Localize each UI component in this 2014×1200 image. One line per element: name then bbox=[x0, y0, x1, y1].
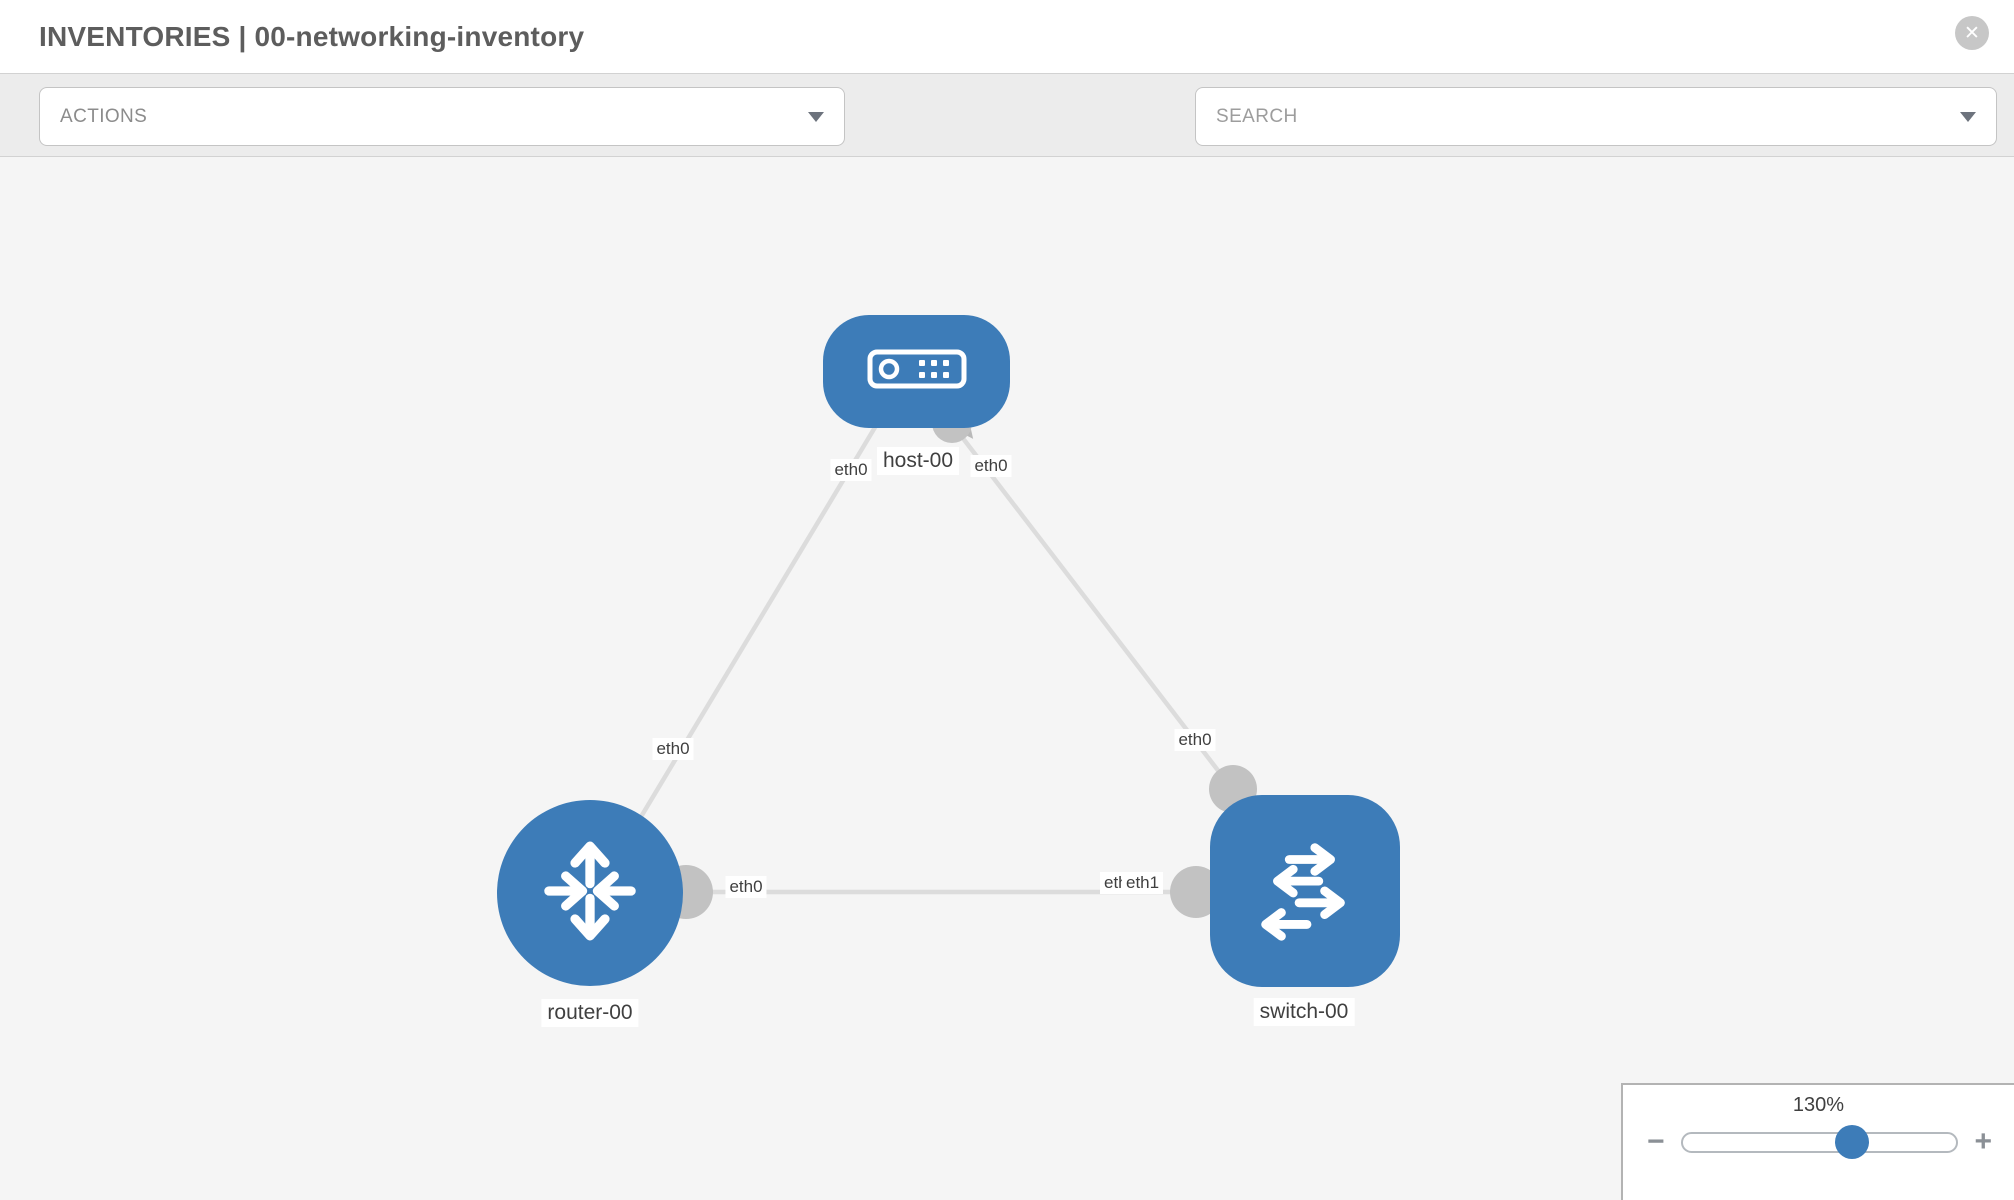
page-header: INVENTORIES | 00-networking-inventory ✕ bbox=[0, 0, 2014, 73]
page-title: INVENTORIES | 00-networking-inventory bbox=[39, 21, 585, 52]
close-icon[interactable]: ✕ bbox=[1955, 16, 1989, 50]
if-label-router-switch-router-end: eth0 bbox=[725, 876, 767, 898]
node-label-switch-00: switch-00 bbox=[1253, 998, 1355, 1026]
zoom-slider-knob[interactable] bbox=[1834, 1124, 1869, 1159]
topology-links-layer bbox=[590, 403, 1305, 919]
chevron-down-icon bbox=[808, 111, 824, 122]
zoom-slider-track[interactable] bbox=[1680, 1124, 1959, 1159]
node-router-00[interactable] bbox=[497, 800, 683, 986]
if-label-host-router-host-end: eth0 bbox=[830, 459, 872, 481]
search-dropdown[interactable]: SEARCH bbox=[1195, 87, 1997, 146]
node-host-00[interactable] bbox=[823, 315, 1010, 428]
if-label-host-switch-switch-end: eth0 bbox=[1174, 729, 1216, 751]
search-placeholder: SEARCH bbox=[1216, 105, 1298, 127]
zoom-level-value: 130% bbox=[1792, 1094, 1845, 1116]
if-label-router-switch-switch-end-eth1: eth1 bbox=[1122, 872, 1164, 894]
node-label-host-00: host-00 bbox=[876, 447, 960, 475]
if-label-host-router-router-end: eth0 bbox=[652, 738, 694, 760]
topology-canvas[interactable]: eth0 eth0 eth0 eth0 eth0 eth0 eth1 host-… bbox=[0, 157, 2014, 1200]
router-icon bbox=[534, 835, 646, 952]
actions-dropdown[interactable]: ACTIONS bbox=[39, 87, 845, 146]
toolbar: ACTIONS SEARCH bbox=[0, 73, 2014, 200]
close-glyph: ✕ bbox=[1964, 22, 1980, 44]
actions-dropdown-label: ACTIONS bbox=[60, 105, 148, 127]
node-label-router-00: router-00 bbox=[541, 999, 639, 1027]
zoom-out-button[interactable]: − bbox=[1647, 1125, 1665, 1158]
switch-icon bbox=[1246, 830, 1364, 953]
node-switch-00[interactable] bbox=[1210, 795, 1400, 987]
zoom-in-button[interactable]: + bbox=[1974, 1125, 1992, 1158]
zoom-panel: 130% − + bbox=[1621, 1083, 2014, 1200]
host-icon bbox=[867, 347, 967, 396]
if-label-host-switch-host-end: eth0 bbox=[970, 455, 1012, 477]
chevron-down-icon bbox=[1960, 111, 1976, 122]
